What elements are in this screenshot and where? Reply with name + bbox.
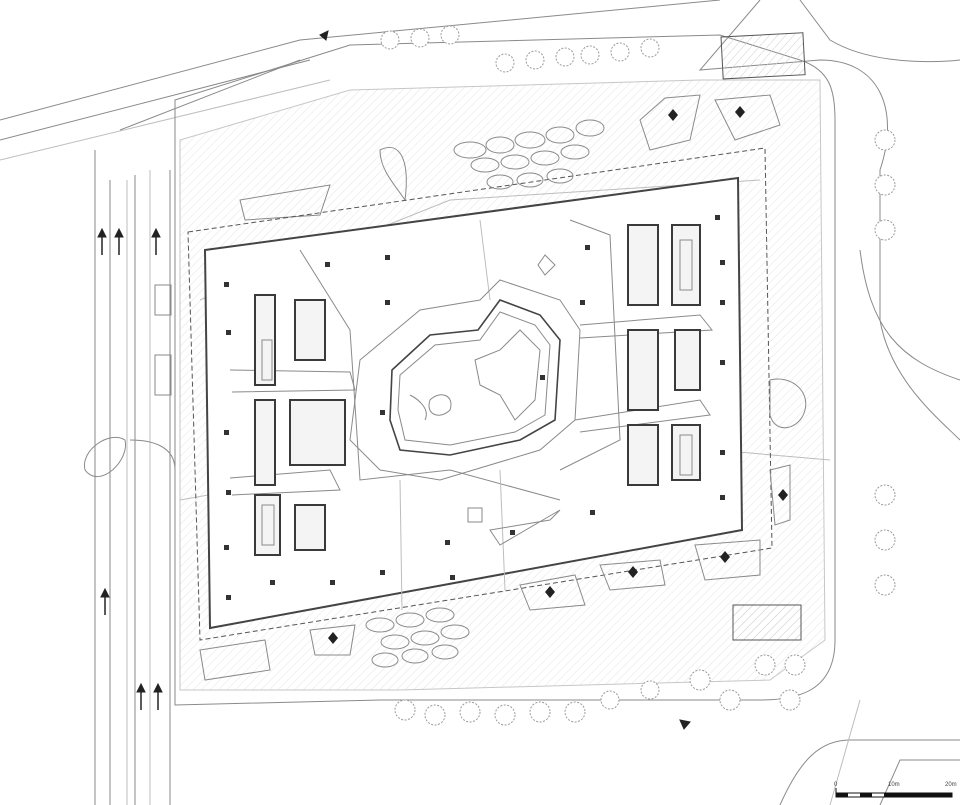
structural-columns [224, 215, 725, 600]
left-cores [254, 294, 346, 556]
floor-plate [203, 176, 744, 630]
scale-bar [835, 788, 953, 798]
organic-paving-north [453, 119, 605, 190]
traffic-arrows [97, 30, 691, 730]
trees [380, 25, 896, 726]
hatched-pads [720, 32, 806, 641]
left-street [84, 150, 176, 805]
organic-paving-south [365, 607, 470, 668]
scale-label-10m: 10m [888, 782, 900, 788]
planters [199, 94, 807, 681]
scale-label-20m: 20m [945, 782, 957, 788]
central-atrium [349, 254, 581, 481]
scale-label-0: 0 [834, 782, 838, 788]
right-cores [627, 224, 701, 486]
